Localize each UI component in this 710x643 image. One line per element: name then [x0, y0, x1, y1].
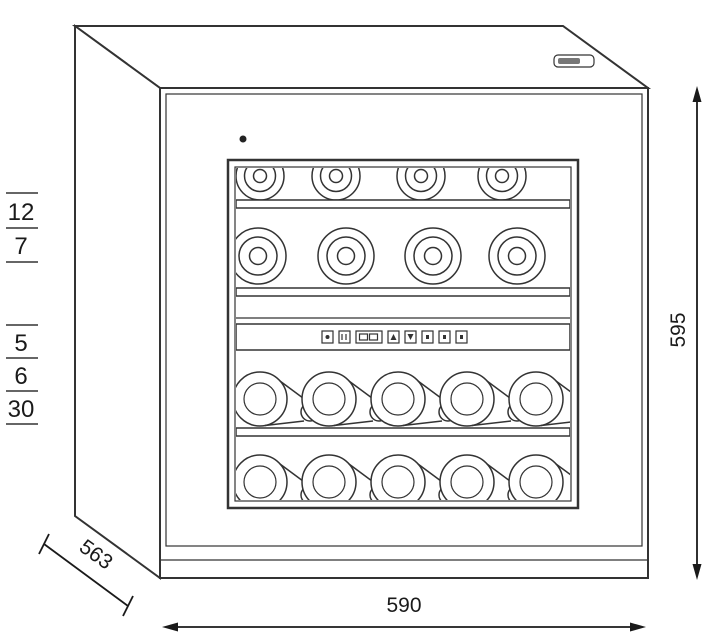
control-panel [236, 323, 570, 351]
door-panel [165, 93, 643, 547]
bottle [236, 227, 287, 285]
cabinet-side-face [74, 24, 161, 580]
power-led-icon [239, 135, 247, 143]
capacity-upper-row-2: 7 [14, 233, 27, 260]
capacity-upper-row-1: 12 [8, 199, 35, 226]
arrowhead-down-icon [692, 564, 702, 580]
depth-dimension-line [43, 543, 129, 607]
temp-down-button-icon [404, 330, 417, 344]
display-digit-icon [358, 333, 369, 341]
zone-glyph-icon [426, 335, 429, 339]
light-button-icon [338, 330, 351, 344]
capacity-lower-zone-labels: 5 6 30 [6, 324, 38, 425]
cabinet [71, 24, 652, 580]
display-digit-icon [368, 333, 379, 341]
shelf-1 [236, 199, 570, 209]
up-arrow-icon [390, 334, 397, 340]
bottle [317, 227, 375, 285]
dimension-height: 595 [667, 86, 702, 580]
capacity-upper-zone-labels: 12 7 [6, 192, 38, 263]
zone-button-icon [421, 330, 434, 344]
capacity-lower-row-2: 6 [14, 363, 27, 390]
top-vent-fitting [553, 54, 595, 68]
power-button-icon [321, 330, 334, 344]
bottle [488, 227, 546, 285]
arrowhead-left-icon [162, 622, 178, 632]
shelf-2 [236, 287, 570, 297]
down-arrow-icon [407, 334, 414, 340]
height-dimension-label: 595 [667, 312, 690, 347]
capacity-lower-row-1: 5 [14, 330, 27, 357]
shelf-3 [236, 427, 570, 437]
temperature-display-icon [355, 330, 383, 344]
width-dimension-label: 590 [386, 594, 421, 617]
temp-up-button-icon [387, 330, 400, 344]
dimension-width: 590 [162, 594, 646, 632]
mode-glyph-icon [443, 335, 446, 339]
glass-interior [236, 168, 570, 500]
bottle [404, 227, 462, 285]
capacity-lower-row-total: 30 [8, 396, 35, 423]
mode-button-icon [438, 330, 451, 344]
tick-mark [122, 595, 134, 617]
glass-window-inner [234, 166, 572, 502]
lock-button-icon [455, 330, 468, 344]
power-dot-icon [325, 335, 330, 339]
tick-mark [38, 533, 50, 555]
arrowhead-right-icon [630, 622, 646, 632]
arrowhead-up-icon [692, 86, 702, 102]
control-panel-strip [236, 323, 570, 351]
lock-glyph-icon [460, 335, 463, 339]
